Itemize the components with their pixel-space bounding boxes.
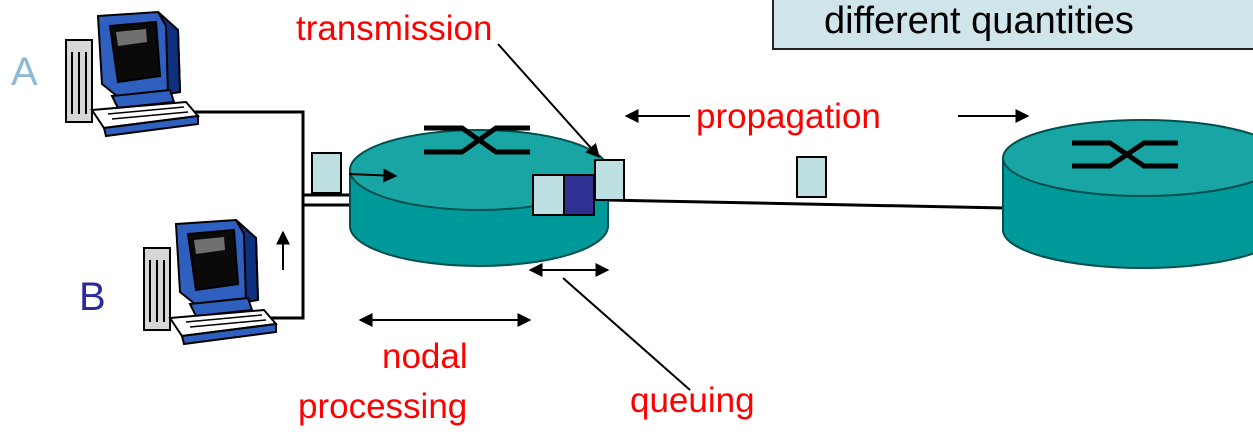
processing-label: processing bbox=[298, 387, 467, 426]
transmission-label: transmission bbox=[296, 9, 492, 48]
host-a: A bbox=[11, 11, 199, 137]
packets bbox=[311, 152, 827, 216]
arrows bbox=[276, 43, 1030, 391]
nodal-label: nodal bbox=[382, 337, 468, 376]
router-cross-icon bbox=[424, 125, 530, 155]
host-a-label: A bbox=[11, 50, 38, 94]
callout-text: different quantities bbox=[824, 0, 1134, 42]
router-2 bbox=[1002, 119, 1253, 269]
callout-box: different quantities bbox=[772, 0, 1253, 50]
links bbox=[195, 110, 1006, 320]
queuing-label: queuing bbox=[630, 381, 755, 420]
packet-arriving bbox=[311, 152, 342, 194]
computer-icon bbox=[143, 219, 277, 345]
packet-transmitting bbox=[594, 159, 625, 201]
packet-propagating bbox=[796, 156, 827, 198]
packet-queued-dark bbox=[563, 174, 595, 216]
router-cross-icon bbox=[1072, 140, 1178, 169]
packet-arrival-arrow bbox=[348, 168, 398, 183]
host-b: B bbox=[79, 219, 277, 345]
queuing-pointer bbox=[562, 277, 691, 391]
computer-icon bbox=[65, 11, 199, 137]
host-b-label: B bbox=[79, 275, 106, 319]
transmission-pointer bbox=[497, 43, 600, 159]
packet-queued bbox=[532, 174, 565, 216]
propagation-label: propagation bbox=[696, 97, 881, 136]
